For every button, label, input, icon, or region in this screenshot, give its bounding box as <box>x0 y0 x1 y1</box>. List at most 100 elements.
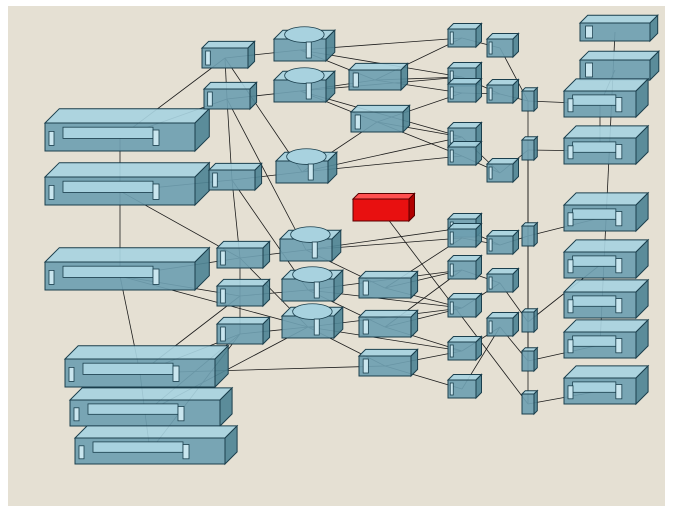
node-tab <box>615 144 623 160</box>
node-48[interactable] <box>562 77 650 119</box>
node-6[interactable] <box>200 40 256 70</box>
node-tab <box>488 320 493 334</box>
node-8[interactable] <box>207 162 263 192</box>
node-42[interactable] <box>520 221 539 248</box>
node-tab <box>220 250 226 266</box>
node-inset <box>92 441 184 453</box>
node-tab <box>352 72 359 88</box>
node-front-face <box>521 311 535 333</box>
node-32[interactable] <box>446 335 483 362</box>
node-front-face <box>348 69 402 91</box>
node-14[interactable] <box>274 148 339 185</box>
node-layer <box>43 14 661 466</box>
node-36[interactable] <box>485 157 520 184</box>
node-50[interactable] <box>562 191 650 233</box>
node-front-face <box>447 260 477 280</box>
node-17[interactable] <box>280 303 345 340</box>
node-top-face <box>562 125 650 139</box>
node-52[interactable] <box>562 278 650 320</box>
node-25[interactable] <box>446 77 483 104</box>
node-tab <box>615 211 623 227</box>
node-22[interactable] <box>357 348 419 378</box>
node-tab <box>305 82 312 100</box>
node-tab <box>615 384 623 400</box>
node-30[interactable] <box>446 254 483 281</box>
node-47[interactable] <box>578 49 661 82</box>
node-45[interactable] <box>520 389 539 416</box>
node-5[interactable] <box>73 424 239 466</box>
node-red-highlighted[interactable] <box>351 192 416 223</box>
node-tab <box>362 358 369 374</box>
node-front-face <box>201 47 249 69</box>
node-tab <box>313 281 320 299</box>
node-tab <box>354 114 361 130</box>
node-21[interactable] <box>357 309 419 339</box>
node-top-face <box>562 365 650 379</box>
node-inset <box>572 208 617 220</box>
node-top-face <box>578 50 661 61</box>
node-tab <box>449 130 454 144</box>
node-18[interactable] <box>347 62 409 92</box>
node-33[interactable] <box>446 373 483 400</box>
node-54[interactable] <box>562 364 650 406</box>
node-10[interactable] <box>215 278 271 308</box>
node-31[interactable] <box>446 292 483 319</box>
node-tab <box>220 288 226 304</box>
node-3[interactable] <box>63 344 230 389</box>
node-49[interactable] <box>562 124 650 166</box>
graph-scene[interactable] <box>8 6 665 506</box>
node-side-face <box>408 192 415 223</box>
node-tab <box>488 87 493 101</box>
node-37[interactable] <box>485 229 520 256</box>
node-15[interactable] <box>278 226 343 263</box>
node-35[interactable] <box>485 78 520 105</box>
node-top-face <box>43 247 211 263</box>
node-1[interactable] <box>43 161 211 207</box>
node-44[interactable] <box>520 346 539 373</box>
node-41[interactable] <box>520 135 539 162</box>
node-front-face <box>486 273 514 293</box>
node-34[interactable] <box>485 32 520 59</box>
node-29[interactable] <box>446 222 483 249</box>
node-19[interactable] <box>349 104 411 134</box>
node-11[interactable] <box>215 316 271 346</box>
node-23[interactable] <box>446 22 483 49</box>
node-43[interactable] <box>520 307 539 334</box>
node-top-face <box>43 108 211 124</box>
node-tab <box>48 184 55 200</box>
node-inset <box>62 126 154 139</box>
node-dome <box>284 26 325 43</box>
node-2[interactable] <box>43 246 211 292</box>
node-tab <box>73 407 80 422</box>
node-front-face <box>486 38 514 58</box>
node-top-face <box>215 278 271 287</box>
node-39[interactable] <box>485 311 520 338</box>
node-13[interactable] <box>272 67 337 104</box>
node-top-face <box>562 239 650 253</box>
node-40[interactable] <box>520 86 539 113</box>
node-53[interactable] <box>562 318 650 360</box>
node-top-face <box>351 193 416 200</box>
node-38[interactable] <box>485 267 520 294</box>
node-tab <box>311 241 318 259</box>
node-51[interactable] <box>562 238 650 280</box>
node-tab <box>488 276 493 290</box>
node-9[interactable] <box>215 240 271 270</box>
node-4[interactable] <box>68 386 234 428</box>
node-20[interactable] <box>357 270 419 300</box>
node-tab <box>449 149 454 163</box>
node-tab <box>207 91 213 107</box>
node-tab <box>567 145 574 160</box>
node-16[interactable] <box>280 266 345 303</box>
node-front-face <box>521 350 535 372</box>
node-12[interactable] <box>272 26 337 63</box>
node-dome <box>292 266 333 283</box>
node-top-face <box>215 240 271 249</box>
node-46[interactable] <box>578 14 659 43</box>
node-7[interactable] <box>202 81 258 111</box>
node-tab <box>212 172 218 188</box>
node-0[interactable] <box>43 107 211 153</box>
node-27[interactable] <box>446 140 483 167</box>
node-top-face <box>357 348 419 357</box>
